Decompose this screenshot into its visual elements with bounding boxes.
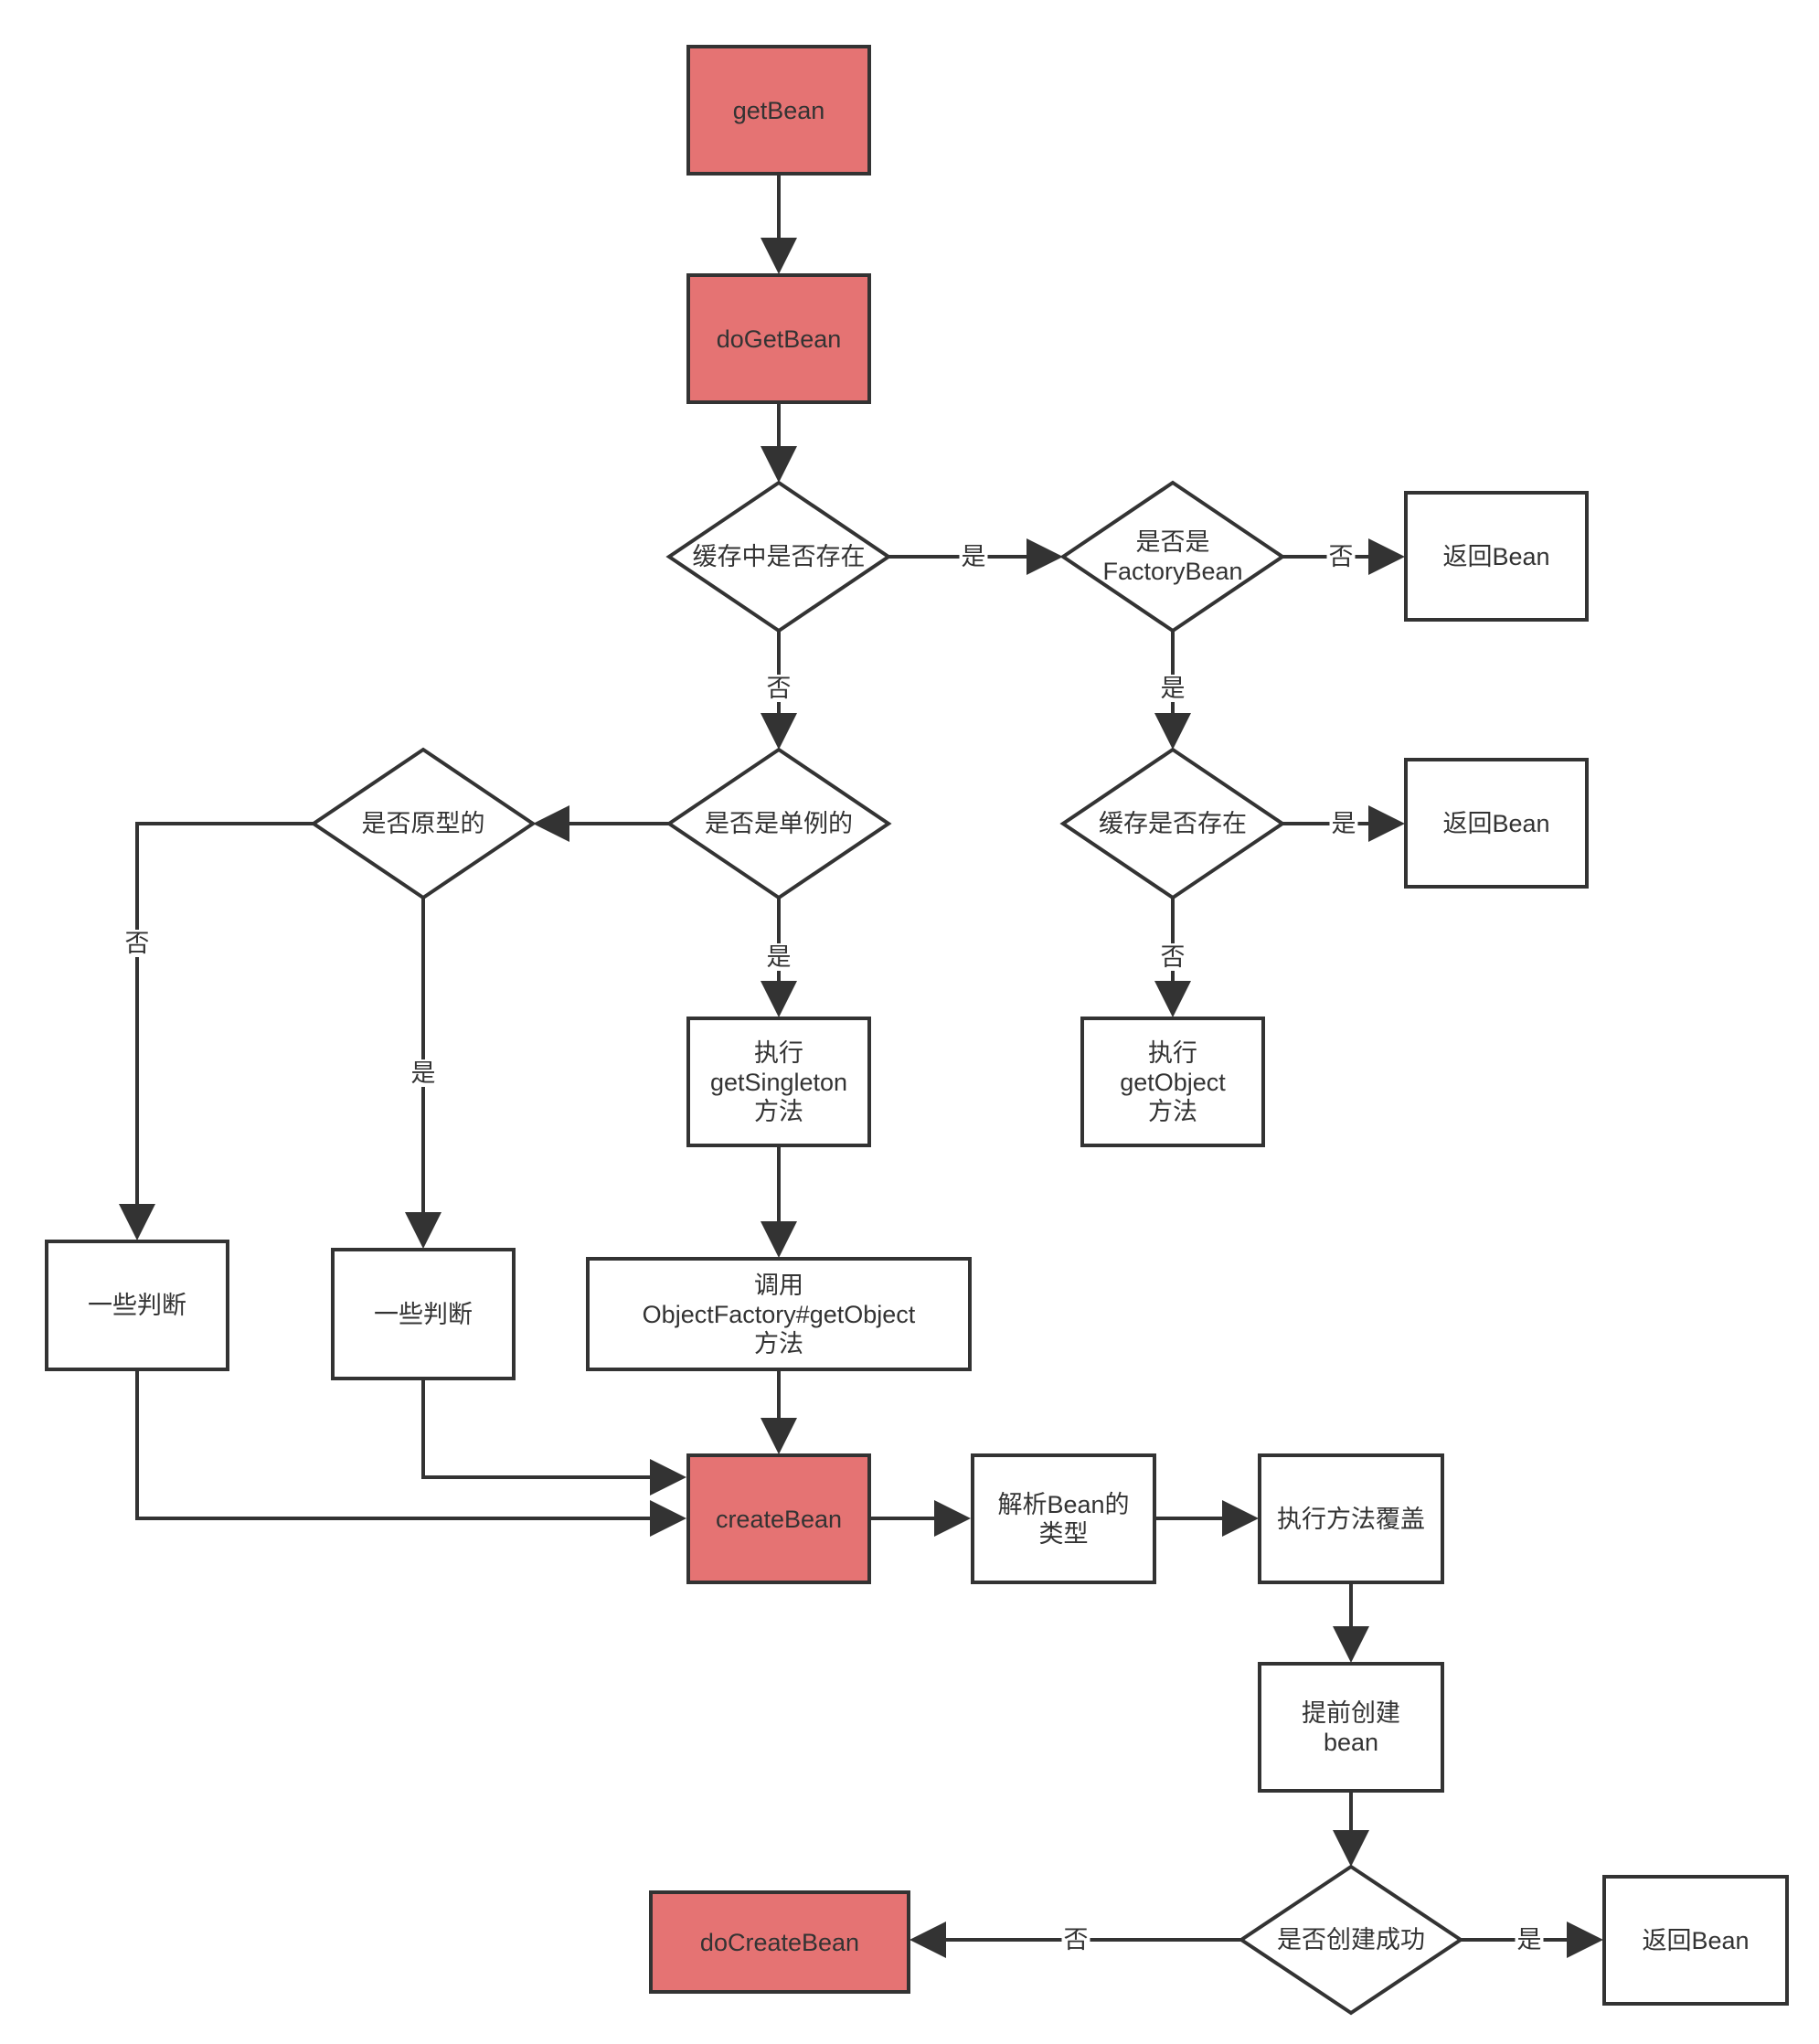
node-get-bean: getBean <box>686 45 871 176</box>
edge-prototype-checks1 <box>119 822 314 1240</box>
node-exec-method-override: 执行方法覆盖 <box>1258 1453 1444 1584</box>
node-call-object-factory: 调用 ObjectFactory#getObject 方法 <box>586 1257 972 1371</box>
decision-is-factory-bean: 是否是 FactoryBean <box>1102 528 1243 585</box>
node-do-get-bean: doGetBean <box>686 273 871 404</box>
diamond-created-successfully <box>1238 1864 1464 2016</box>
node-return-bean-3: 返回Bean <box>1602 1875 1789 2006</box>
edge-label-cache2-yes: 是 <box>1329 810 1358 837</box>
edge-label-factory-no: 否 <box>1326 543 1356 570</box>
node-return-bean-2: 返回Bean <box>1404 758 1589 889</box>
edge-label-prototype-no: 否 <box>122 930 152 957</box>
node-return-bean-1: 返回Bean <box>1404 491 1589 622</box>
edge-label-prototype-yes: 是 <box>409 1059 438 1087</box>
decision-cache-is-exists: 缓存是否存在 <box>1099 810 1247 837</box>
edge-checks2-createbean <box>421 1380 686 1496</box>
decision-cache-exists: 缓存中是否存在 <box>692 543 866 570</box>
edge-label-factory-yes: 是 <box>1158 675 1187 702</box>
node-resolve-bean-type: 解析Bean的 类型 <box>971 1453 1156 1584</box>
node-some-checks-2: 一些判断 <box>331 1248 516 1380</box>
node-do-create-bean: doCreateBean <box>649 1890 910 1994</box>
node-exec-get-object: 执行 getObject 方法 <box>1080 1017 1265 1147</box>
edge-label-cache-yes: 是 <box>959 543 988 570</box>
node-exec-get-singleton: 执行 getSingleton 方法 <box>686 1017 871 1147</box>
edge-checks1-createbean <box>135 1371 686 1537</box>
edge-label-cache-no: 否 <box>764 675 793 702</box>
node-early-create-bean: 提前创建 bean <box>1258 1662 1444 1793</box>
decision-is-singleton: 是否是单例的 <box>705 810 853 837</box>
edge-label-success-yes: 是 <box>1515 1926 1544 1954</box>
edge-label-cache2-no: 否 <box>1158 943 1187 971</box>
node-create-bean: createBean <box>686 1453 871 1584</box>
edge-label-singleton-yes: 是 <box>764 943 793 971</box>
decision-created-successfully: 是否创建成功 <box>1277 1926 1425 1954</box>
decision-is-prototype: 是否原型的 <box>361 810 485 837</box>
edge-label-success-no: 否 <box>1061 1926 1090 1954</box>
node-some-checks-1: 一些判断 <box>45 1240 229 1371</box>
